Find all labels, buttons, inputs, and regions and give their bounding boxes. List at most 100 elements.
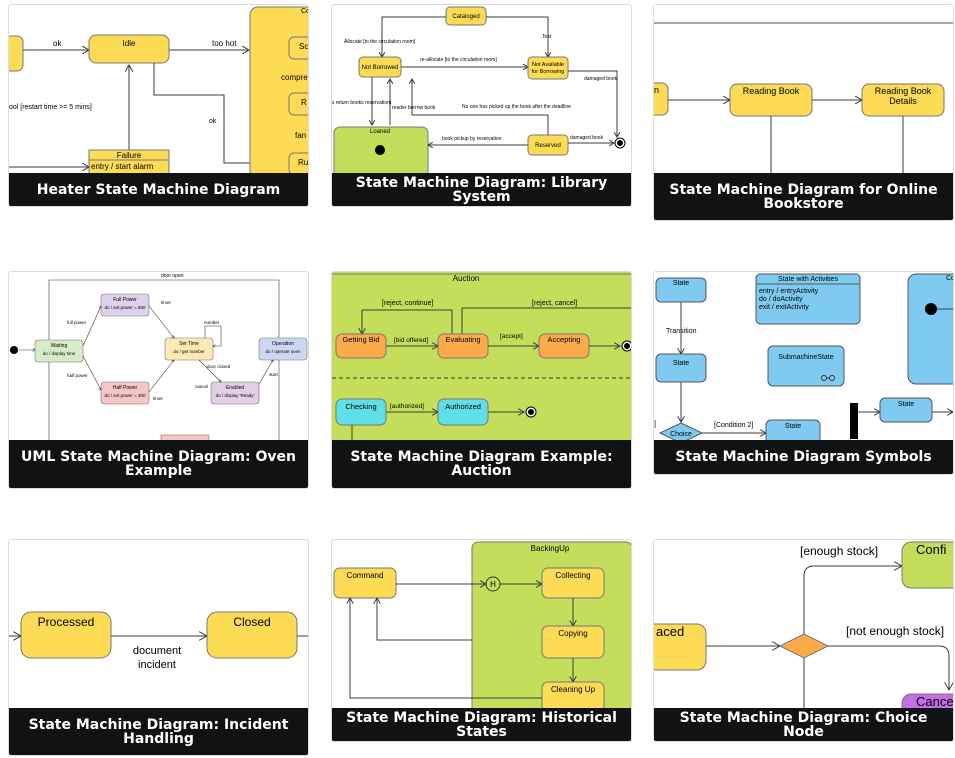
svg-text:Reserved: Reserved [535,143,561,149]
svg-text:n: n [654,85,659,95]
svg-text:cancel: cancel [195,384,208,389]
diagram-thumbnail[interactable]: ok Idle too hot ool [restart time >= 5 m… [9,5,308,173]
diagram-thumbnail[interactable]: Processed document incident Closed [9,540,308,708]
diagram-card-incident[interactable]: Processed document incident Closed State… [8,539,309,756]
diagram-card-title[interactable]: State Machine Diagram: Historical States [332,708,631,741]
diagram-card-title[interactable]: UML State Machine Diagram: Oven Example [9,440,308,488]
diagram-card-title[interactable]: State Machine Diagram for Online Booksto… [654,173,953,220]
svg-text:do / get number: do / get number [173,349,205,354]
diagram-card-title[interactable]: State Machine Diagram Symbols [654,440,953,474]
svg-text:BackingUp: BackingUp [531,544,570,553]
svg-text:document: document [133,645,181,657]
diagram-card-bookstore[interactable]: n Reading Book Reading Book Details Stat… [653,4,954,221]
svg-text:do / display time: do / display time [43,351,76,356]
svg-text:Idle: Idle [123,39,136,48]
svg-text:Details: Details [889,96,917,106]
svg-text:door closed: door closed [207,364,231,369]
svg-text:for Borrowing: for Borrowing [532,69,565,75]
svg-text:Allocate [to the circulation r: Allocate [to the circulation room] [344,39,416,45]
svg-text:too hot: too hot [212,39,237,48]
diagram-thumbnail[interactable]: State Transition State Choice ] [Conditi… [654,272,953,440]
svg-text:Choice: Choice [670,431,692,438]
diagram-card-historical[interactable]: BackingUp Command H Collecting Copying C… [331,539,632,742]
diagram-card-title[interactable]: State Machine Diagram Example: Auction [332,440,631,488]
svg-text:fan: fan [295,131,306,140]
svg-text:incident: incident [138,659,176,671]
diagram-card-oven[interactable]: door open Waiting do / display time Full… [8,271,309,489]
svg-text:do / operate oven: do / operate oven [265,349,301,354]
svg-text:aced: aced [656,624,684,639]
svg-text:R: R [301,98,307,107]
svg-text:compre: compre [281,73,308,82]
svg-text:[accept]: [accept] [500,333,523,340]
svg-text:Full Power: Full Power [113,297,137,303]
svg-text:do / set power = 300: do / set power = 300 [105,393,146,398]
svg-text:Co: Co [301,8,308,15]
svg-text:Authorized: Authorized [445,402,481,411]
svg-text:entry / entryActivity: entry / entryActivity [759,288,819,295]
diagram-thumbnail[interactable]: BackingUp Command H Collecting Copying C… [332,540,631,708]
diagram-thumbnail[interactable]: Cataloged Allocate [to the circulation r… [332,5,631,173]
svg-text:Reading Book: Reading Book [875,86,932,96]
svg-text:re-allocate [to the circulatio: re-allocate [to the circulation room] [420,57,497,63]
svg-text:door open: door open [161,273,184,279]
svg-text:timer: timer [153,396,164,401]
diagram-card-title[interactable]: Heater State Machine Diagram [9,173,308,206]
diagram-card-heater[interactable]: ok Idle too hot ool [restart time >= 5 m… [8,4,309,207]
svg-text:State with Activities: State with Activities [778,276,838,283]
svg-text:State: State [898,401,914,408]
svg-text:damaged book: damaged book [584,76,618,82]
diagram-card-title[interactable]: State Machine Diagram: Incident Handling [9,708,308,755]
diagram-card-title[interactable]: State Machine Diagram: Library System [332,173,631,206]
svg-text:[authorized]: [authorized] [390,403,424,410]
diagram-card-title[interactable]: State Machine Diagram: Choice Node [654,708,953,741]
svg-text:[reject, continue]: [reject, continue] [382,300,433,307]
svg-text:Loaned: Loaned [370,129,390,135]
diagram-card-auction[interactable]: Auction [reject, continue] [reject, canc… [331,271,632,489]
svg-text:exit / exitActivity: exit / exitActivity [759,304,809,311]
svg-text:State: State [785,423,801,430]
diagram-thumbnail[interactable]: door open Waiting do / display time Full… [9,272,308,440]
svg-text:do / display 'Ready': do / display 'Ready' [216,393,255,398]
svg-text:[bid offered]: [bid offered] [394,337,428,344]
svg-text:Evaluating: Evaluating [445,335,480,344]
svg-text:SubmachineState: SubmachineState [778,354,833,361]
svg-text:Cance: Cance [916,694,953,708]
diagram-thumbnail[interactable]: n Reading Book Reading Book Details [654,5,953,173]
diagram-card-library[interactable]: Cataloged Allocate [to the circulation r… [331,4,632,207]
svg-text:[Condition 2]: [Condition 2] [714,422,753,429]
svg-text:ok: ok [209,118,217,125]
svg-text:Cleaning Up: Cleaning Up [551,685,596,694]
svg-text:start: start [269,372,279,377]
diagram-thumbnail[interactable]: Auction [reject, continue] [reject, canc… [332,272,631,440]
svg-text:Set Time: Set Time [179,341,199,347]
diagram-thumbnail[interactable]: aced [enough stock] Confi [not enough st… [654,540,953,708]
svg-text:Sc: Sc [299,42,308,51]
svg-text:Failure: Failure [117,151,142,160]
svg-text:timer: timer [161,300,172,305]
svg-text:Enabled: Enabled [226,385,245,391]
svg-text:Processed: Processed [38,615,95,629]
svg-text:Test: Test [542,34,552,40]
svg-text:Operation: Operation [272,341,294,347]
svg-text:Cataloged: Cataloged [452,14,479,20]
svg-text:Waiting: Waiting [51,343,68,349]
svg-text:Half Power: Half Power [113,385,138,391]
svg-text:H: H [490,580,496,589]
svg-text:State: State [673,360,689,367]
svg-text:Copying: Copying [558,629,587,638]
svg-text:do / set power = 600: do / set power = 600 [105,305,146,310]
svg-text:reader borrow book: reader borrow book [392,105,436,111]
diagram-card-symbols[interactable]: State Transition State Choice ] [Conditi… [653,271,954,475]
svg-text:Checking: Checking [345,402,376,411]
svg-text:State: State [673,280,689,287]
svg-text:number: number [204,320,220,325]
diagram-card-choice[interactable]: aced [enough stock] Confi [not enough st… [653,539,954,742]
svg-text:damaged book: damaged book [570,135,604,141]
svg-text:[not enough stock]: [not enough stock] [846,624,944,638]
svg-text:Not Available: Not Available [532,62,564,68]
svg-text:]: ] [654,421,656,428]
svg-text:Co: Co [946,275,953,282]
svg-text:Confi: Confi [916,542,946,557]
svg-text:s return books reservation): s return books reservation) [332,100,392,106]
